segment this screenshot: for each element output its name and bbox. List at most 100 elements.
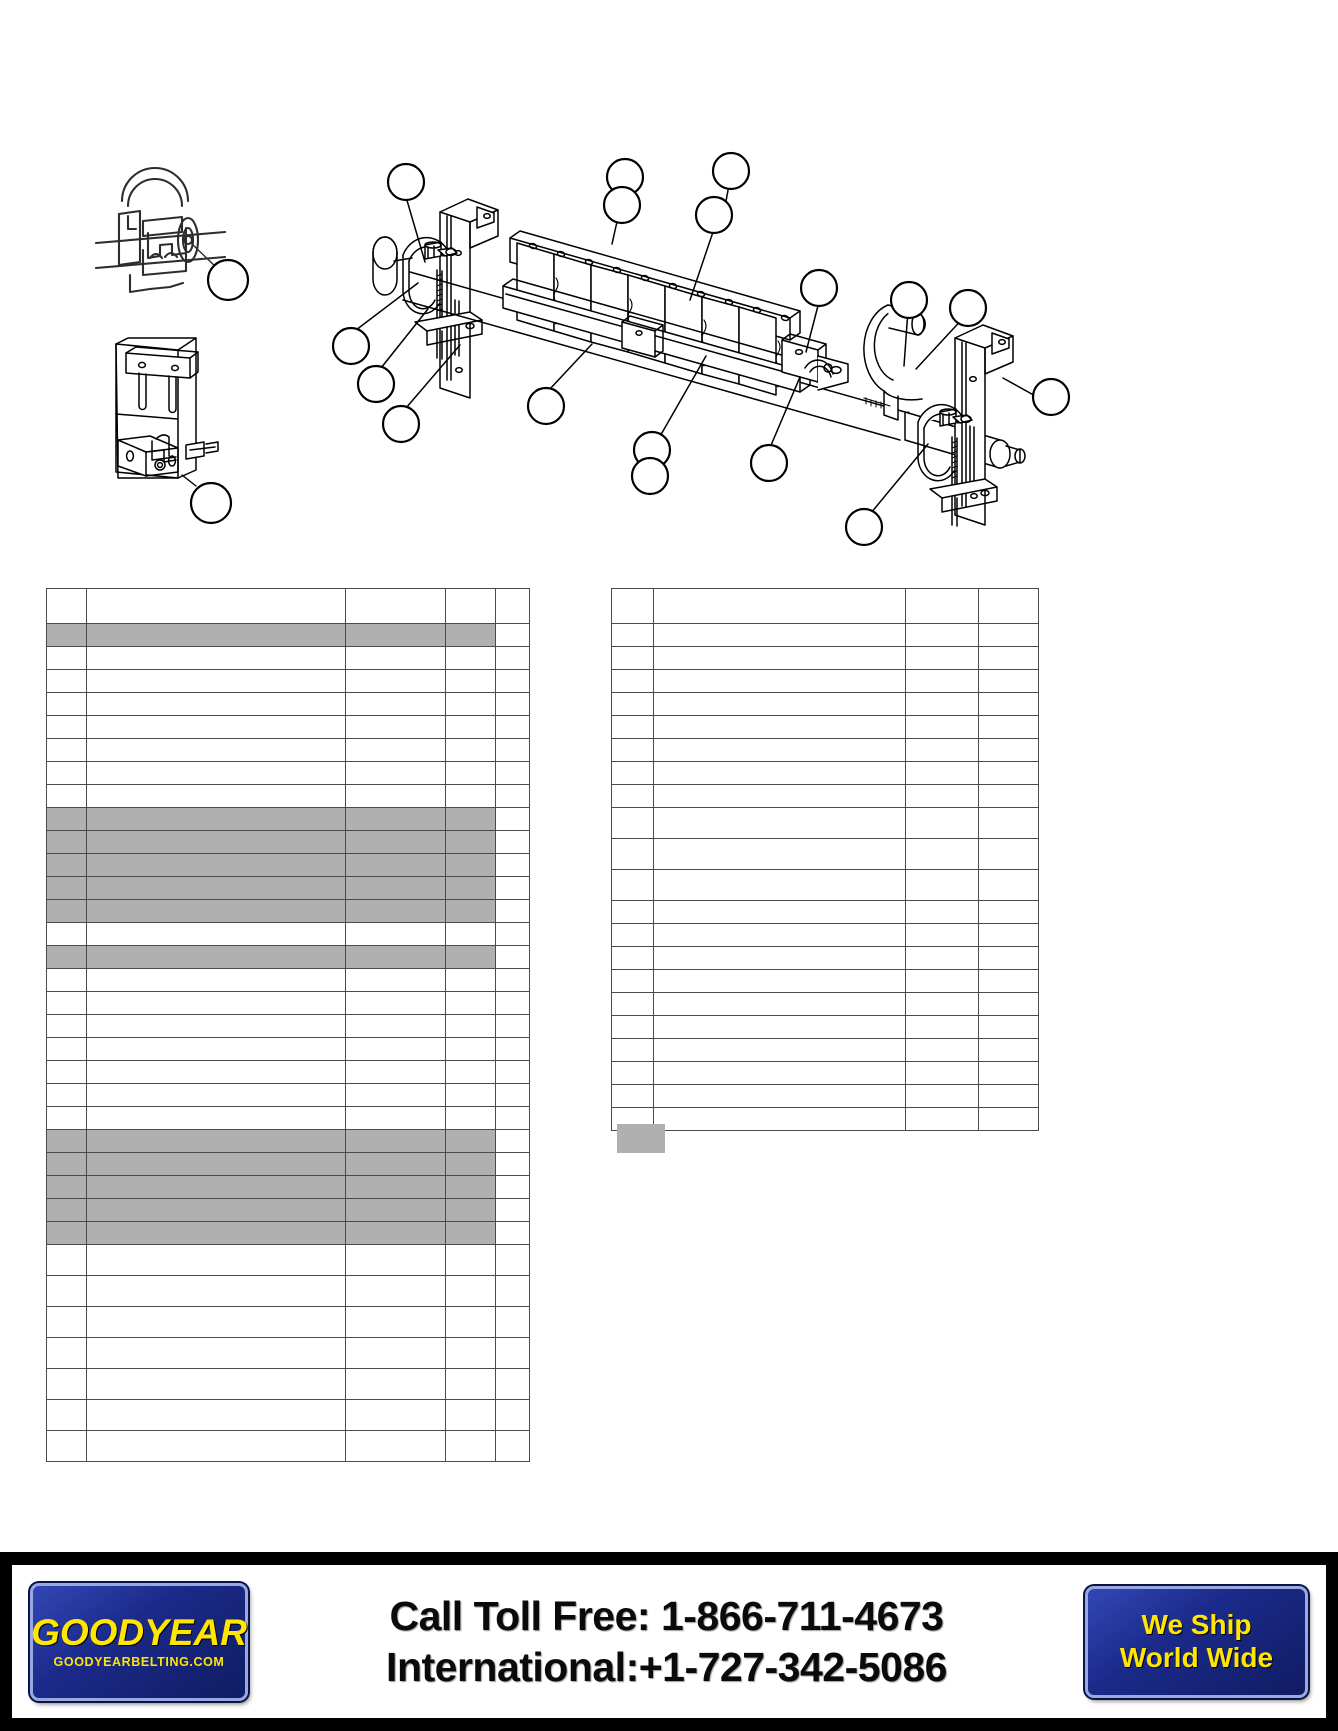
- quantity-cell[interactable]: [978, 1038, 1039, 1062]
- extra-cell[interactable]: [495, 784, 530, 808]
- table-row[interactable]: [611, 646, 1039, 670]
- table-row[interactable]: [46, 1014, 530, 1038]
- part-number-cell[interactable]: [345, 830, 446, 854]
- description-cell[interactable]: [653, 623, 906, 647]
- part-number-cell[interactable]: [345, 738, 446, 762]
- part-number-cell[interactable]: [345, 1083, 446, 1107]
- table-row[interactable]: [46, 692, 530, 716]
- table-row[interactable]: [46, 1152, 530, 1176]
- description-cell[interactable]: [653, 715, 906, 739]
- part-number-cell[interactable]: [905, 900, 979, 924]
- part-number-cell[interactable]: [905, 969, 979, 993]
- quantity-cell[interactable]: [978, 946, 1039, 970]
- description-cell[interactable]: [653, 869, 906, 901]
- row-index-cell[interactable]: [46, 968, 87, 992]
- table-row[interactable]: [46, 1060, 530, 1084]
- quantity-cell[interactable]: [978, 900, 1039, 924]
- part-number-cell[interactable]: [345, 1037, 446, 1061]
- quantity-cell[interactable]: [978, 1015, 1039, 1039]
- part-number-cell[interactable]: [905, 1015, 979, 1039]
- quantity-cell[interactable]: [978, 784, 1039, 808]
- description-cell[interactable]: [653, 1084, 906, 1108]
- description-cell[interactable]: [653, 807, 906, 839]
- description-cell[interactable]: [86, 830, 346, 854]
- row-index-cell[interactable]: [46, 853, 87, 877]
- description-cell[interactable]: [86, 784, 346, 808]
- quantity-cell[interactable]: [445, 876, 496, 900]
- quantity-cell[interactable]: [445, 1129, 496, 1153]
- row-index-cell[interactable]: [46, 991, 87, 1015]
- row-index-cell[interactable]: [46, 1060, 87, 1084]
- table-row[interactable]: [611, 784, 1039, 808]
- description-cell[interactable]: [86, 968, 346, 992]
- extra-cell[interactable]: [495, 1368, 530, 1400]
- quantity-cell[interactable]: [445, 922, 496, 946]
- row-index-cell[interactable]: [611, 838, 654, 870]
- part-number-cell[interactable]: [345, 968, 446, 992]
- quantity-cell[interactable]: [978, 738, 1039, 762]
- row-index-cell[interactable]: [46, 1368, 87, 1400]
- table-row[interactable]: [46, 1037, 530, 1061]
- description-cell[interactable]: [86, 646, 346, 670]
- quantity-cell[interactable]: [445, 1368, 496, 1400]
- part-number-cell[interactable]: [905, 1084, 979, 1108]
- extra-cell[interactable]: [495, 1060, 530, 1084]
- description-cell[interactable]: [86, 922, 346, 946]
- table-row[interactable]: [46, 968, 530, 992]
- part-number-cell[interactable]: [345, 1221, 446, 1245]
- description-cell[interactable]: [653, 1061, 906, 1085]
- quantity-cell[interactable]: [978, 669, 1039, 693]
- description-cell[interactable]: [653, 946, 906, 970]
- table-row[interactable]: [611, 761, 1039, 785]
- part-number-cell[interactable]: [345, 1368, 446, 1400]
- table-row[interactable]: [611, 1107, 1039, 1131]
- table-row[interactable]: [611, 838, 1039, 870]
- row-index-cell[interactable]: [46, 1106, 87, 1130]
- quantity-cell[interactable]: [978, 761, 1039, 785]
- extra-cell[interactable]: [495, 692, 530, 716]
- table-row[interactable]: [46, 853, 530, 877]
- table-row[interactable]: [611, 969, 1039, 993]
- row-index-cell[interactable]: [611, 900, 654, 924]
- quantity-cell[interactable]: [445, 1275, 496, 1307]
- table-row[interactable]: [611, 623, 1039, 647]
- row-index-cell[interactable]: [46, 1399, 87, 1431]
- quantity-cell[interactable]: [978, 923, 1039, 947]
- table-row[interactable]: [46, 646, 530, 670]
- row-index-cell[interactable]: [46, 623, 87, 647]
- extra-cell[interactable]: [495, 715, 530, 739]
- extra-cell[interactable]: [495, 991, 530, 1015]
- part-number-cell[interactable]: [905, 869, 979, 901]
- extra-cell[interactable]: [495, 1083, 530, 1107]
- description-cell[interactable]: [653, 1038, 906, 1062]
- part-number-cell[interactable]: [345, 991, 446, 1015]
- extra-cell[interactable]: [495, 1430, 530, 1462]
- description-cell[interactable]: [86, 853, 346, 877]
- extra-cell[interactable]: [495, 853, 530, 877]
- description-cell[interactable]: [653, 992, 906, 1016]
- description-cell[interactable]: [86, 738, 346, 762]
- part-number-cell[interactable]: [345, 715, 446, 739]
- part-number-cell[interactable]: [905, 923, 979, 947]
- part-number-cell[interactable]: [905, 669, 979, 693]
- extra-cell[interactable]: [495, 669, 530, 693]
- table-row[interactable]: [611, 669, 1039, 693]
- row-index-cell[interactable]: [46, 1014, 87, 1038]
- table-row[interactable]: [611, 946, 1039, 970]
- description-cell[interactable]: [86, 669, 346, 693]
- quantity-cell[interactable]: [445, 1152, 496, 1176]
- description-cell[interactable]: [653, 784, 906, 808]
- part-number-cell[interactable]: [905, 1107, 979, 1131]
- row-index-cell[interactable]: [611, 992, 654, 1016]
- extra-cell[interactable]: [495, 1275, 530, 1307]
- quantity-cell[interactable]: [978, 1084, 1039, 1108]
- part-number-cell[interactable]: [345, 945, 446, 969]
- extra-cell[interactable]: [495, 1152, 530, 1176]
- row-index-cell[interactable]: [46, 830, 87, 854]
- extra-cell[interactable]: [495, 1244, 530, 1276]
- table-row[interactable]: [46, 761, 530, 785]
- table-row[interactable]: [46, 1244, 530, 1276]
- extra-cell[interactable]: [495, 1306, 530, 1338]
- description-cell[interactable]: [653, 1015, 906, 1039]
- description-cell[interactable]: [86, 1221, 346, 1245]
